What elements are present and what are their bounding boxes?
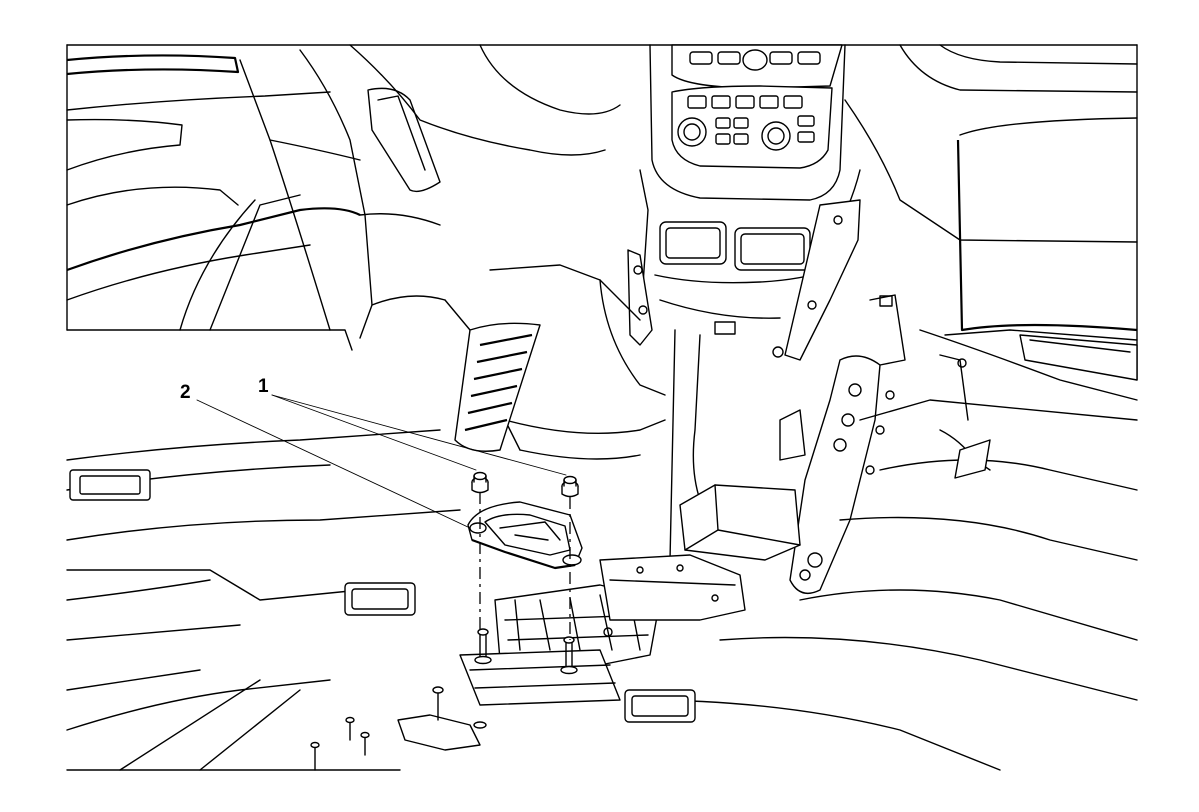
floor-vent-grille [454,322,541,452]
mounting-bracket [467,501,583,570]
floor-studs [310,686,487,771]
nut-right [561,475,579,498]
a-pillar-trim [299,49,446,339]
leader-lines [196,394,567,529]
radio-control-panel [671,44,843,169]
control-module [679,484,801,561]
callout-label-1: 1 [258,376,269,397]
callout-label-2: 2 [180,382,191,403]
left-door-panel [66,44,1138,351]
right-door-panel [919,117,1138,421]
seat-frame [779,294,906,594]
rear-floor-right [624,390,1138,771]
dashboard [349,44,1138,381]
mounting-nuts [471,471,579,498]
installation-centerlines [479,492,571,640]
bracket-studs [474,628,578,675]
rear-floor-left [66,429,461,771]
floor-mounting-plate [459,554,746,706]
console-brackets [627,199,861,561]
nut-left [471,471,489,494]
console-vents [639,169,861,335]
